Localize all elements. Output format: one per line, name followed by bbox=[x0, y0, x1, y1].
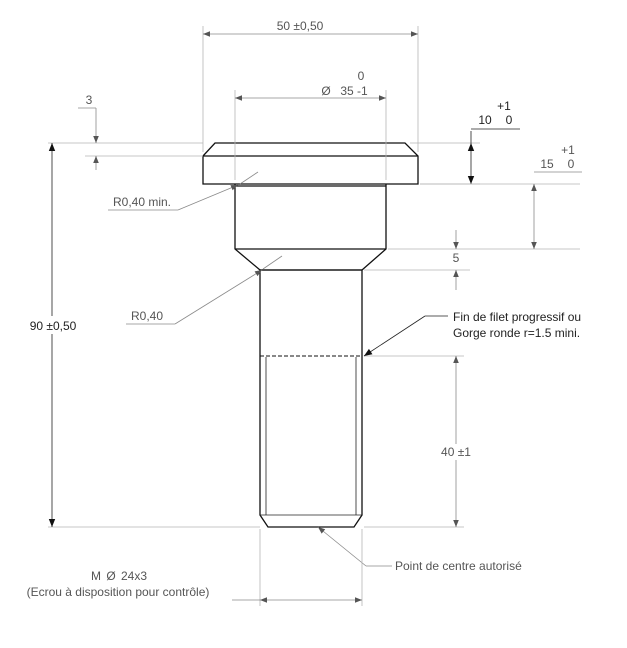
dim-step-5-label: 5 bbox=[453, 251, 460, 265]
dim-step-15-label: 15 bbox=[540, 157, 554, 171]
dim-total-90-label: 90 ±0,50 bbox=[30, 319, 77, 333]
dim-head-10-upper: +1 bbox=[497, 99, 511, 113]
dim-step-15-lower: 0 bbox=[568, 157, 575, 171]
dim-head-10-lower: 0 bbox=[506, 113, 513, 127]
center-point-note: Point de centre autorisé bbox=[395, 559, 522, 573]
dim-width-50-label: 50 ±0,50 bbox=[277, 19, 324, 33]
thread-end-note-line1: Fin de filet progressif ou bbox=[453, 310, 581, 324]
thread-end-note-line2: Gorge ronde r=1.5 mini. bbox=[453, 326, 580, 340]
thread-spec-label: 24x3 bbox=[121, 569, 147, 583]
thread-spec-note: (Ecrou à disposition pour contrôle) bbox=[27, 585, 210, 599]
leader-radius: R0,40 bbox=[126, 255, 283, 325]
dim-thread-spec: M Ø 24x3 (Ecrou à disposition pour contr… bbox=[27, 529, 363, 606]
dim-diameter-35-label: 35 -1 bbox=[340, 84, 368, 98]
dim-diameter-35: 0 Ø 35 -1 bbox=[234, 69, 387, 180]
thread-spec-diameter-symbol: Ø bbox=[106, 569, 115, 583]
note-thread-end: Fin de filet progressif ou Gorge ronde r… bbox=[363, 310, 581, 357]
body-shoulder bbox=[234, 184, 387, 271]
dim-total-90: 90 ±0,50 bbox=[22, 143, 260, 528]
dim-step-15-upper: +1 bbox=[561, 143, 575, 157]
note-center-point: Point de centre autorisé bbox=[317, 526, 522, 573]
thread-spec-prefix: M bbox=[91, 569, 101, 583]
dim-head-10: 10 +1 0 bbox=[410, 99, 520, 185]
diameter-symbol: Ø bbox=[321, 84, 330, 98]
leader-radius-min: R0,40 min. bbox=[108, 171, 259, 211]
dim-diameter-35-upper-tol: 0 bbox=[358, 69, 365, 83]
dim-thread-40-label: 40 ±1 bbox=[441, 445, 471, 459]
radius-label: R0,40 bbox=[131, 309, 163, 323]
dim-chamfer-3-label: 3 bbox=[86, 93, 93, 107]
part-outline bbox=[202, 142, 419, 528]
dim-head-10-label: 10 bbox=[478, 113, 492, 127]
dim-thread-40: 40 ±1 bbox=[364, 355, 480, 528]
dim-width-50: 50 ±0,50 bbox=[202, 19, 419, 152]
dim-chamfer-3: 3 bbox=[48, 93, 203, 170]
dim-step-5: 5 bbox=[364, 230, 470, 290]
dim-step-15: 15 +1 0 bbox=[388, 143, 582, 250]
radius-min-label: R0,40 min. bbox=[113, 195, 171, 209]
shank bbox=[259, 269, 363, 528]
